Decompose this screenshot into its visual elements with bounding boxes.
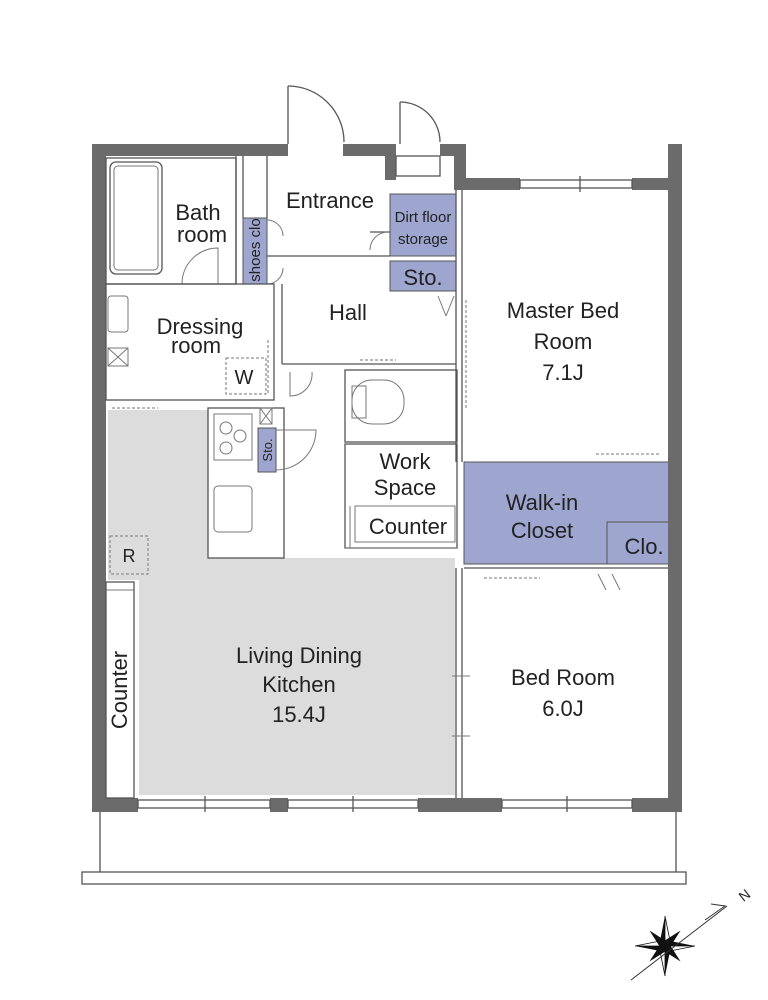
walkin-closet-label-2: Closet	[511, 518, 573, 543]
dressing-room-label-2: room	[171, 333, 221, 358]
dirt-floor-label-2: storage	[398, 231, 448, 248]
ldk-label-2: Kitchen	[262, 672, 335, 697]
entrance-doors	[287, 85, 441, 177]
shoes-clo-area	[242, 217, 268, 285]
bedroom-size: 6.0J	[542, 696, 584, 721]
entrance-label: Entrance	[286, 188, 374, 213]
bedroom-label: Bed Room	[511, 665, 615, 690]
sto-kitchen-area	[257, 427, 277, 473]
work-counter-label: Counter	[369, 514, 447, 539]
compass-rose-icon	[630, 903, 728, 981]
sto-hall-area	[389, 260, 457, 292]
ldk-label-1: Living Dining	[236, 643, 362, 668]
bath-room-label-1: Bath	[175, 200, 220, 225]
dirt-floor-label-1: Dirt floor	[395, 209, 452, 226]
interior-walls	[105, 156, 668, 799]
washer-label: W	[235, 367, 254, 389]
ldk-floor	[108, 410, 455, 795]
windows	[137, 176, 633, 812]
balcony	[81, 812, 687, 885]
master-bed-label-2: Room	[534, 329, 593, 354]
bath-room-label-2: room	[177, 222, 227, 247]
shoes-clo-label: shoes clo	[247, 218, 264, 281]
walkin-closet-label-1: Walk-in	[506, 490, 579, 515]
master-bed-size: 7.1J	[542, 360, 584, 385]
work-space-label-1: Work	[380, 449, 432, 474]
sto-hall-label: Sto.	[403, 265, 442, 290]
fridge-label: R	[123, 546, 136, 566]
side-counter-label: Counter	[107, 651, 132, 729]
exterior-walls	[92, 144, 682, 812]
sto-kitchen-label: Sto.	[260, 438, 275, 461]
clo-area	[606, 521, 670, 565]
work-space-label-2: Space	[374, 475, 436, 500]
dirt-floor-storage-area	[389, 193, 457, 257]
compass-north-label: N	[735, 886, 753, 905]
hall-label: Hall	[329, 300, 367, 325]
dressing-room-label-1: Dressing	[157, 314, 244, 339]
clo-label: Clo.	[624, 534, 663, 559]
ldk-size: 15.4J	[272, 702, 326, 727]
master-bed-label-1: Master Bed	[507, 298, 620, 323]
